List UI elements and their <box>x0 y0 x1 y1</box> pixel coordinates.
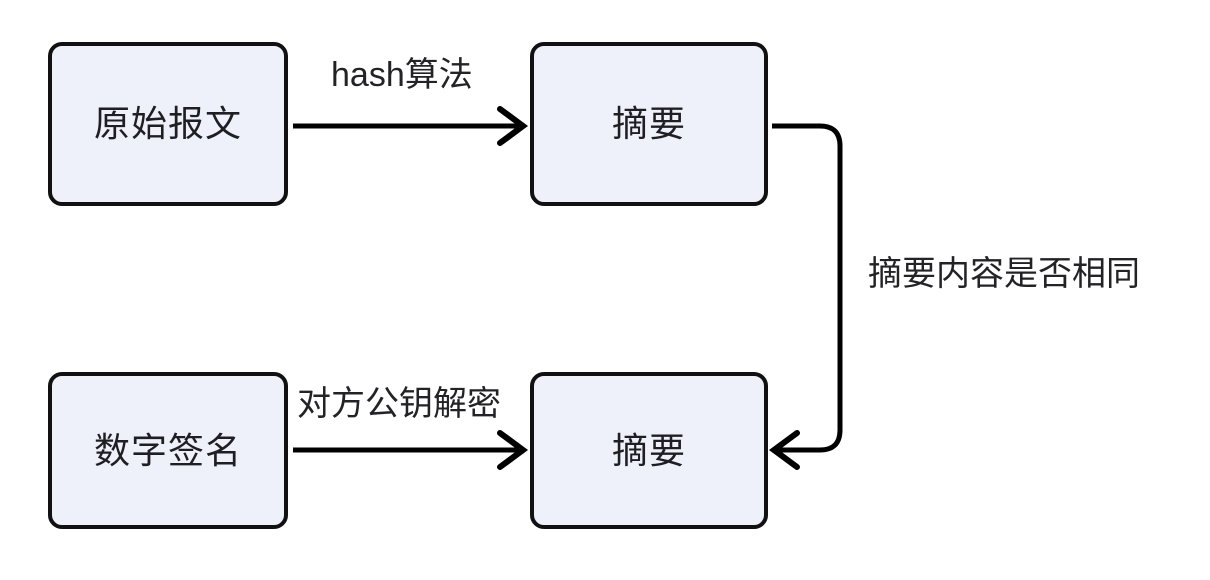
node-digital-signature[interactable]: 数字签名 <box>48 372 288 529</box>
node-original-message-label: 原始报文 <box>93 103 242 144</box>
edge-compare-connector <box>768 123 843 470</box>
node-digest-bottom-label: 摘要 <box>611 429 686 471</box>
node-digest-bottom[interactable]: 摘要 <box>530 372 768 529</box>
node-digest-top[interactable]: 摘要 <box>530 42 768 206</box>
node-original-message[interactable]: 原始报文 <box>48 42 288 206</box>
edge-label-compare: 摘要内容是否相同 <box>868 255 1140 293</box>
node-digest-top-label: 摘要 <box>611 103 686 144</box>
edge-decrypt-arrow <box>293 430 529 470</box>
edge-label-hash: hash算法 <box>331 56 473 94</box>
node-digital-signature-label: 数字签名 <box>93 429 242 471</box>
edge-label-decrypt: 对方公钥解密 <box>297 385 501 423</box>
edge-hash-arrow <box>293 106 529 146</box>
